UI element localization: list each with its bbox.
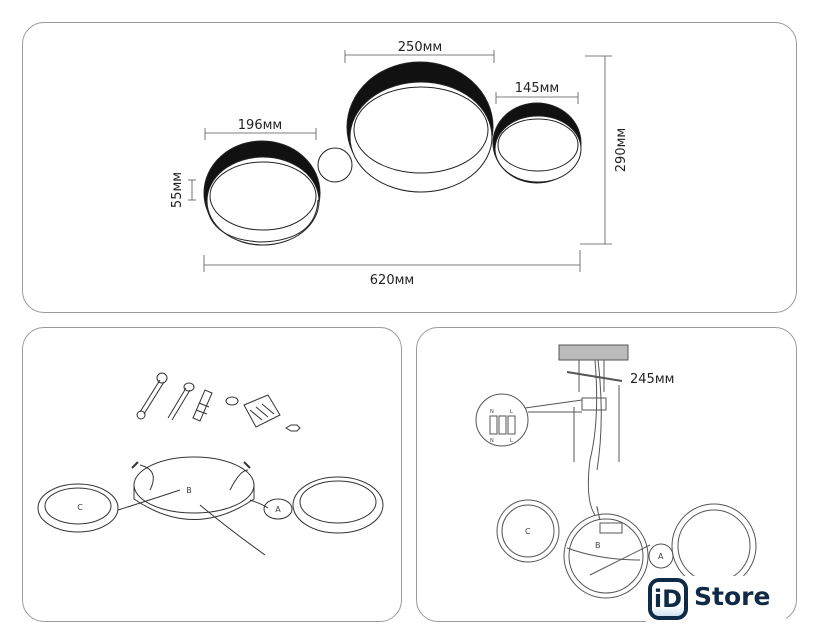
connector-small-circle: [317, 147, 353, 183]
dim-total-width-label: 620мм: [370, 273, 414, 288]
wrench-icon: [136, 372, 168, 420]
dim-big-ring-label: 250мм: [398, 40, 442, 55]
terminal-label-n-top: N: [490, 409, 494, 415]
screw-icon: [167, 382, 195, 421]
dowel-icon: [192, 389, 213, 422]
wiring-ring-label-b: B: [595, 541, 601, 550]
hardware-kit: [136, 372, 301, 432]
ceiling-mount: [558, 344, 629, 516]
terminal-block-icon: [243, 394, 281, 428]
dimension-lines: [188, 50, 612, 272]
nut-icon: [285, 424, 301, 432]
ring-right: [492, 102, 582, 184]
dim-bar-label: 245мм: [630, 372, 674, 387]
dim-left-ring-label: 196мм: [238, 118, 282, 133]
ring-left: [203, 140, 321, 246]
ring-label-b: B: [186, 486, 192, 495]
hardware-assembly-panel: [22, 327, 402, 622]
wiring-rings: [496, 499, 757, 599]
wiring-ring-label-a: A: [658, 552, 664, 561]
dim-small-ring-label: 145мм: [515, 81, 559, 96]
wiring-ring-label-c: C: [525, 527, 531, 536]
terminal-detail-magnifier: [475, 393, 583, 447]
terminal-label-l-top: L: [510, 409, 513, 415]
washer-icon: [225, 396, 239, 406]
terminal-label-l-bottom: L: [510, 438, 513, 444]
ring-label-a: A: [275, 505, 281, 514]
dim-total-height-label: 290мм: [614, 128, 629, 172]
terminal-label-n-bottom: N: [490, 438, 494, 444]
assembly-rings: [37, 456, 384, 556]
ring-big: [346, 61, 494, 193]
dim-ring-height-label: 55мм: [170, 172, 185, 208]
wiring-installation-panel: [416, 327, 797, 622]
logo-mark: iD: [648, 578, 688, 620]
logo-text: Store: [694, 582, 771, 611]
store-logo: iD Store: [646, 576, 786, 626]
ring-label-c: C: [77, 503, 83, 512]
